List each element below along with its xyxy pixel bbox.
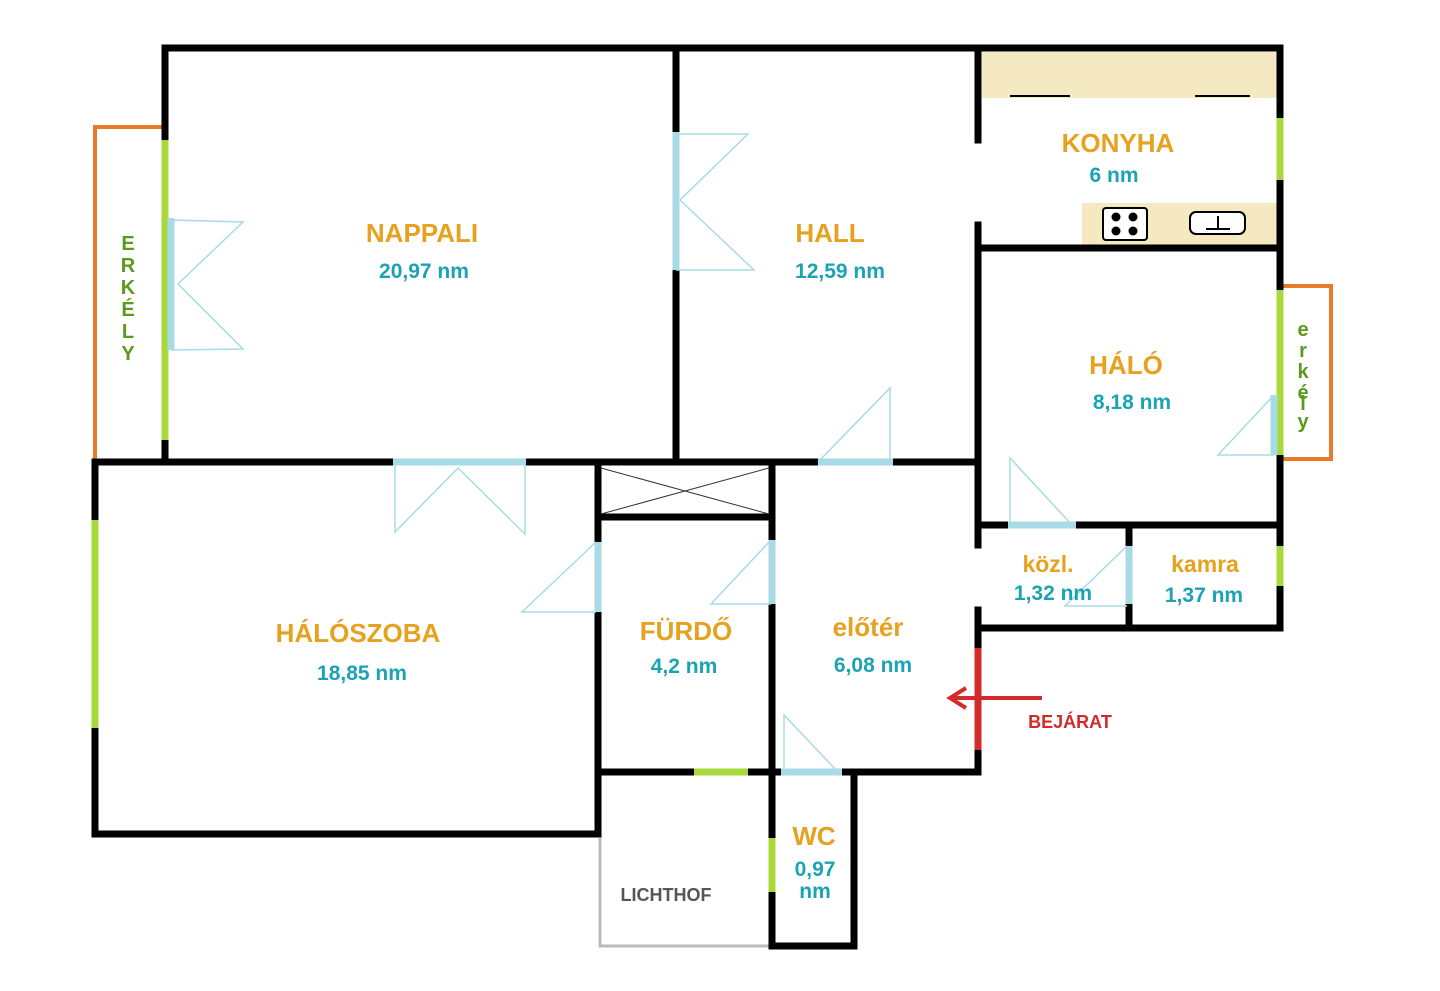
room-area-konyha: 6 nm bbox=[1089, 164, 1138, 187]
room-name-kamra: kamra bbox=[1171, 551, 1239, 577]
room-area-wc-value: 0,97 bbox=[795, 858, 836, 881]
lichthof-outline bbox=[598, 838, 772, 948]
balcony-right-letter: l bbox=[1300, 393, 1306, 415]
balcony-left-letter: E bbox=[121, 233, 134, 255]
entrance-arrow-icon bbox=[946, 686, 1042, 710]
shaft-cross bbox=[600, 467, 770, 515]
balcony-left-letter: É bbox=[121, 298, 134, 321]
balcony-left-label: E R K É L Y bbox=[121, 233, 136, 365]
balcony-left-letter: R bbox=[121, 255, 136, 277]
balcony-right-outline bbox=[1280, 284, 1333, 461]
balcony-right-label: e r k é l y bbox=[1297, 319, 1309, 433]
kitchen-counter-top bbox=[982, 52, 1278, 98]
balcony-right-letter: y bbox=[1297, 411, 1309, 433]
room-area-eloter: 6,08 nm bbox=[834, 654, 912, 677]
room-name-halo: HÁLÓ bbox=[1089, 350, 1163, 380]
balcony-left-outline bbox=[93, 125, 162, 460]
room-name-hall: HALL bbox=[795, 218, 864, 248]
room-area-haloszoba: 18,85 nm bbox=[317, 662, 407, 685]
room-name-eloter: előtér bbox=[833, 612, 904, 642]
entrance-label: BEJÁRAT bbox=[1028, 711, 1112, 732]
room-name-haloszoba: HÁLÓSZOBA bbox=[276, 618, 441, 648]
balcony-right-letter: e bbox=[1297, 319, 1308, 341]
balcony-right-letter: r bbox=[1299, 340, 1307, 362]
door-swings bbox=[170, 133, 1275, 773]
balcony-left-letter: K bbox=[121, 277, 136, 299]
room-name-furdo: FÜRDŐ bbox=[640, 616, 732, 646]
room-area-furdo: 4,2 nm bbox=[651, 655, 718, 678]
room-area-halo: 8,18 nm bbox=[1093, 391, 1171, 414]
cooktop-icon bbox=[1102, 207, 1148, 241]
doors bbox=[167, 132, 1278, 776]
room-area-kozl: 1,32 nm bbox=[1014, 582, 1092, 605]
windows bbox=[91, 118, 1284, 892]
lichthof-label: LICHTHOF bbox=[621, 885, 712, 905]
room-area-wc-unit: nm bbox=[799, 880, 831, 903]
room-name-wc: WC bbox=[792, 821, 836, 851]
room-area-kamra: 1,37 nm bbox=[1165, 584, 1243, 607]
room-name-nappali: NAPPALI bbox=[366, 218, 478, 248]
sink-icon bbox=[1189, 211, 1246, 235]
room-area-hall: 12,59 nm bbox=[795, 260, 885, 283]
balcony-left-letter: Y bbox=[121, 343, 135, 365]
balcony-right-letter: k bbox=[1297, 361, 1309, 383]
balcony-right-letter: é bbox=[1297, 382, 1308, 404]
balcony-left-letter: L bbox=[122, 321, 134, 343]
room-area-nappali: 20,97 nm bbox=[379, 260, 469, 283]
room-name-kozl: közl. bbox=[1022, 551, 1073, 577]
room-name-konyha: KONYHA bbox=[1062, 128, 1175, 158]
